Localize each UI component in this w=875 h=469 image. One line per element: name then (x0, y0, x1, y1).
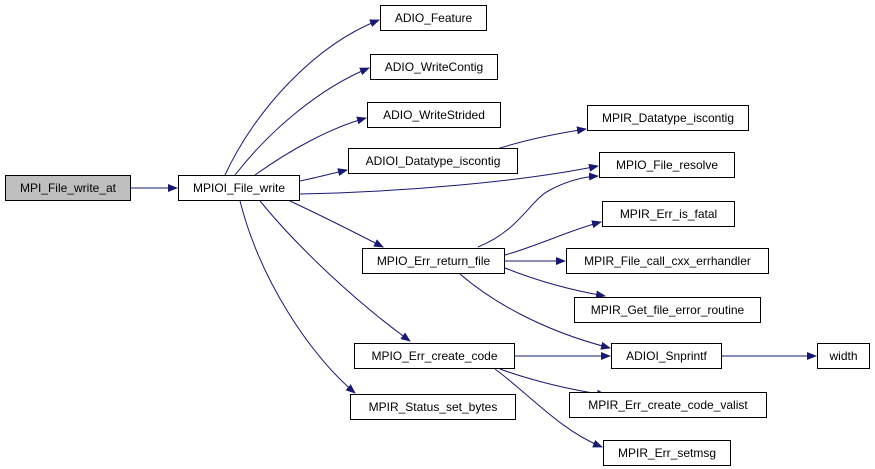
edge-file-write-to-adioi-datatype-iscontig (299, 168, 348, 182)
edge-err-return-file-to-mpir-err-is-fatal (504, 220, 602, 256)
edge-file-write-to-adio-writestrided (254, 116, 367, 176)
node-mpio-err-create-code[interactable]: MPIO_Err_create_code (354, 343, 515, 369)
node-mpir-err-is-fatal[interactable]: MPIR_Err_is_fatal (602, 201, 735, 227)
edge-file-write-to-adio-feature (224, 19, 380, 176)
node-mpir-err-setmsg[interactable]: MPIR_Err_setmsg (603, 440, 731, 466)
edge-file-write-to-mpio-err-create-code (259, 200, 411, 342)
node-mpi-file-write-at: MPI_File_write_at (5, 175, 131, 201)
node-mpio-err-return-file[interactable]: MPIO_Err_return_file (362, 248, 505, 274)
node-adio-feature[interactable]: ADIO_Feature (380, 5, 487, 31)
node-adioi-snprintf[interactable]: ADIOI_Snprintf (611, 343, 722, 369)
node-mpioi-file-write[interactable]: MPIOI_File_write (178, 175, 300, 201)
edge-err-return-file-to-adioi-snprintf (459, 273, 611, 350)
edge-file-write-to-mpio-err-return-file (289, 200, 384, 248)
edge-err-return-file-to-get-file-error-routine (504, 267, 606, 299)
edge-file-write-to-mpir-status-set-bytes (239, 200, 356, 394)
node-mpir-status-set-bytes[interactable]: MPIR_Status_set_bytes (350, 394, 516, 420)
node-mpir-datatype-iscontig[interactable]: MPIR_Datatype_iscontig (587, 105, 749, 131)
node-mpir-err-create-code-valist[interactable]: MPIR_Err_create_code_valist (569, 392, 767, 418)
edge-file-write-to-adio-writecontig (234, 67, 370, 176)
edge-err-create-code-to-mpir-err-setmsg (494, 368, 603, 448)
node-mpir-file-call-cxx-errhandler[interactable]: MPIR_File_call_cxx_errhandler (566, 248, 769, 274)
edge-err-return-file-to-mpio-file-resolve (477, 172, 599, 248)
edge-file-write-to-mpio-file-resolve (299, 163, 599, 195)
node-mpio-file-resolve[interactable]: MPIO_File_resolve (599, 152, 735, 178)
node-adio-writecontig[interactable]: ADIO_WriteContig (370, 54, 498, 80)
node-width[interactable]: width (817, 343, 870, 369)
node-mpir-get-file-error-routine[interactable]: MPIR_Get_file_error_routine (574, 297, 761, 323)
node-adioi-datatype-iscontig[interactable]: ADIOI_Datatype_iscontig (348, 148, 518, 174)
node-adio-writestrided[interactable]: ADIO_WriteStrided (367, 102, 501, 128)
edge-adioi-datatype-iscontig-to-mpir-datatype-iscontig (496, 126, 587, 150)
